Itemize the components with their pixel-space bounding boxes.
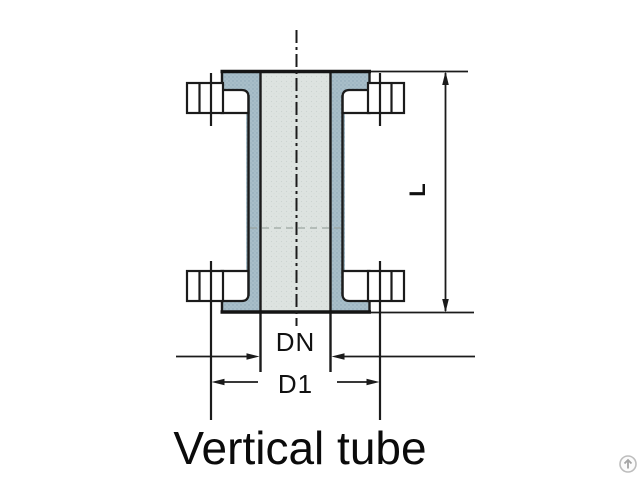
dimensions bbox=[176, 70, 475, 386]
scroll-top-icon[interactable] bbox=[619, 455, 637, 473]
bolt-seat-bottom-right bbox=[341, 269, 371, 303]
bolt-seat-top-right bbox=[341, 88, 371, 115]
bolt-seat-top-left bbox=[220, 88, 250, 115]
tube-section-right bbox=[330, 71, 370, 313]
label-l: L bbox=[405, 183, 430, 196]
figure-caption: Vertical tube bbox=[173, 422, 426, 474]
bolt-top-right bbox=[366, 81, 406, 115]
bolt-seat-bottom-left bbox=[220, 269, 250, 303]
bolts bbox=[185, 73, 406, 420]
bolt-top-left bbox=[185, 81, 225, 115]
bolt-bottom-right bbox=[366, 269, 406, 303]
label-d1: D1 bbox=[278, 369, 313, 399]
label-dn: DN bbox=[276, 327, 316, 357]
bolt-bottom-left bbox=[185, 269, 225, 303]
tube-section-left bbox=[222, 71, 261, 313]
